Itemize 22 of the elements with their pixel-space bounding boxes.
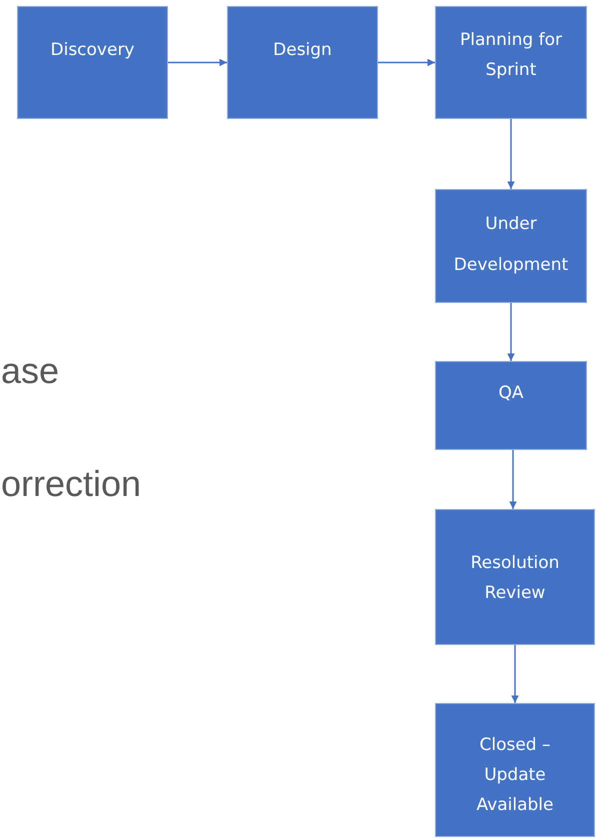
arrow: [507, 303, 515, 361]
process-box: [435, 703, 595, 837]
box-label: Discovery: [50, 39, 134, 62]
process-box: [435, 509, 595, 645]
box-label: Resolution Review: [470, 552, 560, 605]
process-box: [435, 361, 587, 450]
arrow: [507, 119, 515, 189]
box-label: Under Development: [452, 213, 570, 277]
arrow: [168, 58, 227, 66]
box-label: Closed – Update Available: [476, 734, 554, 817]
body-text: ase: [1, 350, 60, 392]
process-box: [435, 189, 587, 303]
box-label: Design: [273, 39, 332, 62]
arrow: [509, 450, 517, 509]
box-label: Planning for Sprint: [458, 29, 563, 82]
process-box: [435, 6, 587, 119]
body-text: orrection: [1, 463, 142, 505]
process-box: [227, 6, 378, 119]
process-box: [17, 6, 168, 119]
arrow: [378, 58, 435, 66]
box-label: QA: [498, 382, 524, 405]
arrow: [511, 645, 519, 703]
